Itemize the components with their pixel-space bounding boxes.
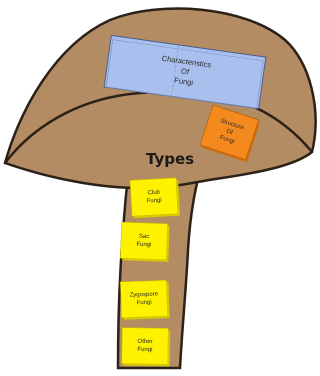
characteristics-note-line-2: Of [181,66,191,76]
sac-fungi-note[interactable]: Sac Fungi [120,221,170,262]
other-fungi-line-2: Fungi [137,347,152,353]
other-fungi-line-1: Other [138,339,153,345]
types-heading: Types [146,150,194,168]
structure-note-line-2: Of [225,129,233,137]
other-fungi-note[interactable]: Other Fungi [121,327,171,367]
structure-note-line-3: Fungi [219,135,235,145]
structure-note[interactable]: Structure Of Fungi [199,104,261,163]
zygospore-fungi-line-2: Fungi [137,300,152,307]
club-fungi-line-2: Fungi [147,198,162,205]
cap-gill-line [4,90,313,164]
zygospore-fungi-line-1: Zygospore [130,292,159,299]
characteristics-note-line-3: Fungi [174,76,194,88]
sac-fungi-line-1: Sac [139,234,150,240]
club-fungi-line-1: Club [147,190,160,197]
club-fungi-note[interactable]: Club Fungi [129,177,181,219]
characteristics-note[interactable]: Characteristics Of Fungi [103,34,267,110]
sac-fungi-line-2: Fungi [136,242,151,249]
zygospore-fungi-note[interactable]: Zygospore Fungi [120,279,170,320]
